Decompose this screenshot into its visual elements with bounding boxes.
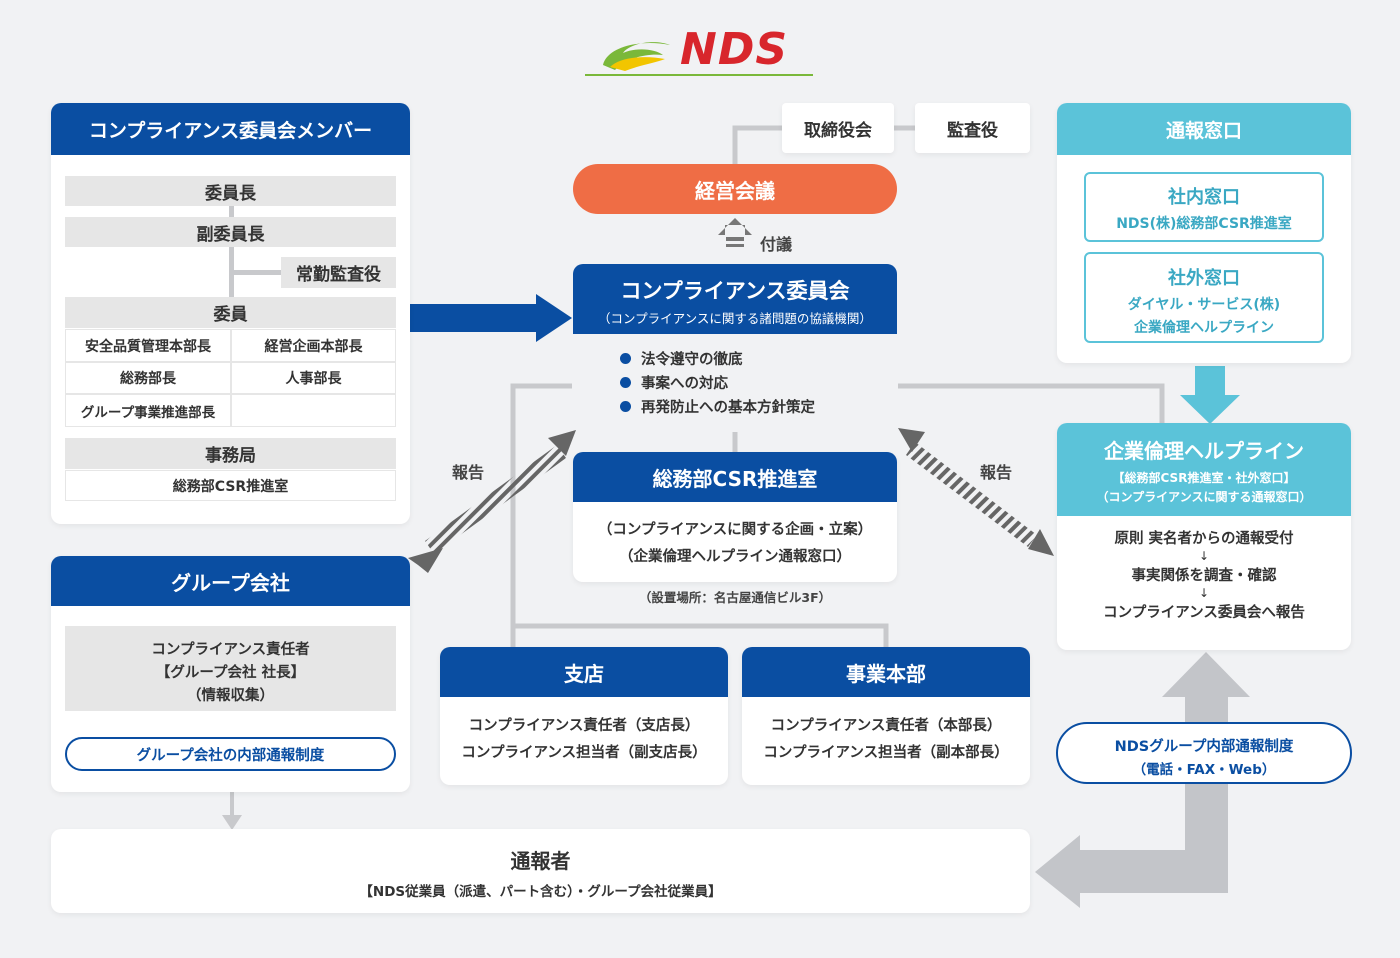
group-line1: コンプライアンス責任者 (151, 642, 310, 658)
members-title: コンプライアンス委員会メンバー (51, 103, 410, 155)
submit-arrow-stem (726, 237, 744, 241)
board-auditor: 監査役 (915, 103, 1030, 153)
csr-line2: （企業倫理ヘルプライン通報窓口） (619, 549, 851, 565)
division-line1: コンプライアンス責任者（本部長） (770, 718, 1002, 734)
group-title: グループ会社 (51, 556, 410, 606)
chair-connector (229, 206, 234, 219)
committee-subtitle: （コンプライアンスに関する諸問題の協議機関） (598, 311, 872, 326)
branch-line2: コンプライアンス担当者（副支店長） (461, 745, 707, 761)
csr-title: 総務部CSR推進室 (573, 452, 897, 502)
members-to-committee-arrow (410, 294, 572, 342)
auditor-connector (229, 270, 281, 275)
committee-bullet: 再発防止への基本方針策定 (620, 394, 900, 418)
submit-arrow (718, 218, 752, 235)
helpline-card: 企業倫理ヘルプライン 【総務部CSR推進室・社外窓口】 （コンプライアンスに関す… (1057, 423, 1351, 650)
branch-title: 支店 (440, 647, 728, 697)
external-contact-value-1: ダイヤル・サービス(株) (1127, 297, 1281, 313)
helpline-step3: コンプライアンス委員会へ報告 (1103, 605, 1305, 621)
csr-location: （設置場所：名古屋通信ビル3F） (638, 590, 832, 605)
auditor-row: 常勤監査役 (281, 257, 396, 288)
report-arrow-right (898, 428, 1054, 556)
helpline-down-arrow: ↓ (1198, 549, 1210, 563)
helpline-down-arrow: ↓ (1198, 586, 1210, 600)
members-card: コンプライアンス委員会メンバー 委員長 副委員長 常勤監査役 委員 安全品質管理… (51, 103, 410, 524)
external-contact-value-2: 企業倫理ヘルプライン (1134, 320, 1274, 336)
submit-label: 付議 (760, 235, 793, 254)
internal-contact-value: NDS(株)総務部CSR推進室 (1116, 216, 1292, 232)
board-directors-label: 取締役会 (804, 120, 872, 141)
logo-mark-icon (585, 42, 813, 76)
helpline-header: 企業倫理ヘルプライン 【総務部CSR推進室・社外窓口】 （コンプライアンスに関す… (1057, 423, 1351, 516)
division-card: 事業本部 コンプライアンス責任者（本部長） コンプライアンス担当者（副本部長） (742, 647, 1030, 785)
management-title: 経営会議 (695, 178, 775, 203)
contact-title: 通報窓口 (1057, 103, 1351, 155)
member-cell: 安全品質管理本部長 (66, 330, 230, 361)
branch-line1: コンプライアンス責任者（支店長） (468, 718, 700, 734)
management-pill: 経営会議 (573, 164, 897, 214)
members-grid: 安全品質管理本部長 経営企画本部長 総務部長 人事部長 グループ事業推進部長 (65, 329, 396, 427)
division-line2: コンプライアンス担当者（副本部長） (763, 745, 1009, 761)
group-system-pill: グループ会社の内部通報制度 (65, 737, 396, 771)
board-auditor-label: 監査役 (947, 120, 998, 141)
secretariat-label-row: 事務局 (65, 438, 396, 469)
chair-row: 委員長 (65, 176, 396, 206)
report-label-right: 報告 (980, 463, 1013, 482)
committee-bullet: 事案への対応 (620, 370, 900, 394)
reporter-title: 通報者 (510, 849, 571, 873)
group-line3: （情報収集） (187, 688, 274, 704)
csr-card: 総務部CSR推進室 （コンプライアンスに関する企画・立案） （企業倫理ヘルプライ… (573, 452, 897, 582)
committee-bullets: 法令遵守の徹底 事案への対応 再発防止への基本方針策定 (620, 346, 900, 418)
branch-card: 支店 コンプライアンス責任者（支店長） コンプライアンス担当者（副支店長） (440, 647, 728, 785)
report-label-left: 報告 (452, 463, 485, 482)
member-cell: 経営企画本部長 (232, 330, 395, 361)
vice-chair-row: 副委員長 (65, 217, 396, 247)
helpline-title: 企業倫理ヘルプライン (1104, 438, 1304, 463)
contact-to-helpline-arrow (1180, 366, 1240, 424)
committee-header: コンプライアンス委員会 （コンプライアンスに関する諸問題の協議機関） (573, 264, 897, 334)
member-cell: グループ事業推進部長 (66, 395, 230, 426)
member-cell (232, 395, 395, 426)
contact-card: 通報窓口 社内窓口 NDS(株)総務部CSR推進室 社外窓口 ダイヤル・サービス… (1057, 103, 1351, 363)
branch-connector (510, 383, 572, 648)
group-responsible-box: コンプライアンス責任者 【グループ会社 社長】 （情報収集） (65, 626, 396, 711)
external-contact-title: 社外窓口 (1168, 268, 1240, 289)
member-cell: 人事部長 (232, 363, 395, 393)
board-of-directors: 取締役会 (782, 103, 894, 153)
external-contact-box: 社外窓口 ダイヤル・サービス(株) 企業倫理ヘルプライン (1084, 252, 1324, 343)
helpline-subtitle2: （コンプライアンスに関する通報窓口） (1096, 489, 1312, 504)
committee-bullet: 法令遵守の徹底 (620, 346, 900, 370)
reporter-card: 通報者 【NDS従業員（派遣、パート含む）・グループ会社従業員】 (51, 829, 1030, 913)
division-connector (513, 623, 889, 648)
member-cell: 総務部長 (66, 363, 230, 393)
report-arrow-left (408, 430, 576, 573)
bullet-dot-icon (620, 352, 631, 364)
reporter-subtitle: 【NDS従業員（派遣、パート含む）・グループ会社従業員】 (359, 884, 722, 900)
division-title: 事業本部 (742, 647, 1030, 697)
reporter-to-helpline-arrow (1035, 652, 1250, 908)
internal-contact-box: 社内窓口 NDS(株)総務部CSR推進室 (1084, 172, 1324, 242)
helpline-step1: 原則 実名者からの通報受付 (1114, 531, 1294, 547)
internal-contact-title: 社内窓口 (1168, 187, 1240, 208)
secretariat-value: 総務部CSR推進室 (65, 470, 396, 501)
nds-logo: NDS (585, 25, 815, 80)
helpline-step2: 事実関係を調査・確認 (1131, 568, 1277, 584)
group-system-label: グループ会社の内部通報制度 (136, 747, 325, 764)
helpline-subtitle1: 【総務部CSR推進室・社外窓口】 (1112, 470, 1296, 485)
csr-line1: （コンプライアンスに関する企画・立案） (597, 522, 873, 538)
group-down-arrowhead (222, 815, 242, 830)
bullet-dot-icon (620, 400, 631, 412)
board-connector (732, 125, 785, 165)
nds-system-line2: （電話・FAX・Web） (1132, 762, 1276, 778)
committee-title: コンプライアンス委員会 (620, 279, 850, 303)
members-label-row: 委員 (65, 297, 396, 328)
logo-text: NDS (680, 24, 789, 75)
nds-system-line1: NDSグループ内部通報制度 (1114, 739, 1294, 755)
group-card: グループ会社 コンプライアンス責任者 【グループ会社 社長】 （情報収集） グル… (51, 556, 410, 792)
bullet-dot-icon (620, 376, 631, 388)
nds-system-pill: NDSグループ内部通報制度 （電話・FAX・Web） (1056, 722, 1352, 784)
submit-arrow-stem2 (726, 244, 744, 247)
helpline-connector (898, 383, 1165, 425)
group-line2: 【グループ会社 社長】 (155, 665, 306, 681)
